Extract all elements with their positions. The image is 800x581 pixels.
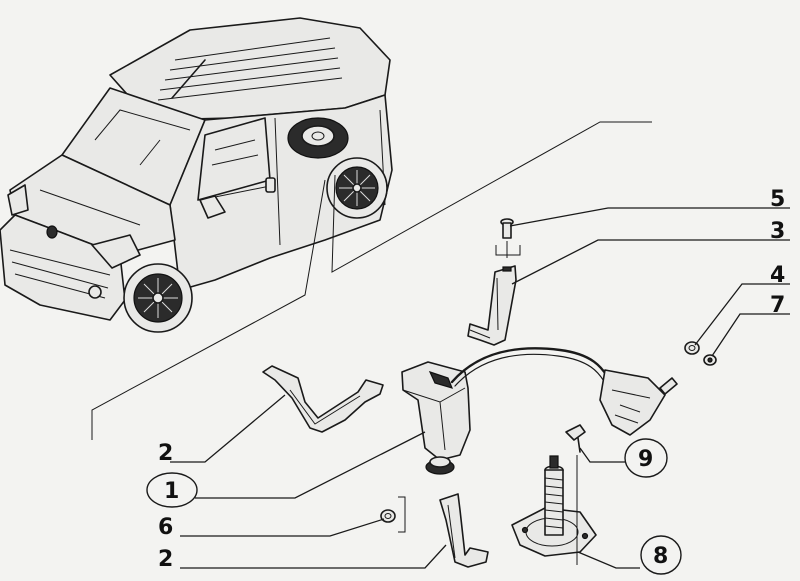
part-winch-carrier-1 bbox=[401, 347, 612, 475]
svg-text:9: 9 bbox=[638, 447, 653, 472]
van-illustration bbox=[0, 17, 393, 333]
callout-4: 4 bbox=[770, 263, 785, 288]
part-threaded-column-8 bbox=[511, 455, 597, 557]
part-nut-6 bbox=[380, 509, 396, 523]
callout-9: 9 bbox=[624, 438, 668, 478]
svg-text:3: 3 bbox=[770, 219, 785, 244]
leader-lines bbox=[170, 207, 790, 569]
svg-text:5: 5 bbox=[770, 187, 785, 212]
part-bracket-3 bbox=[467, 265, 517, 346]
part-washer-7 bbox=[703, 354, 717, 366]
svg-text:2: 2 bbox=[158, 441, 173, 466]
guide-line-lower-bracket bbox=[398, 496, 406, 533]
callout-2-lower: 2 bbox=[158, 547, 173, 572]
guide-line-bolt bbox=[495, 245, 521, 256]
callout-2-upper: 2 bbox=[158, 441, 173, 466]
callout-7: 7 bbox=[770, 293, 785, 318]
svg-text:1: 1 bbox=[164, 479, 179, 504]
part-bolt-5 bbox=[500, 218, 514, 258]
callout-6: 6 bbox=[158, 515, 173, 540]
callout-5: 5 bbox=[770, 187, 785, 212]
callout-3: 3 bbox=[770, 219, 785, 244]
callout-8: 8 bbox=[640, 535, 682, 575]
callout-8-hand-circle bbox=[640, 535, 682, 575]
zoom-outline bbox=[91, 121, 652, 440]
callout-1-hand-circle bbox=[146, 472, 198, 508]
svg-text:2: 2 bbox=[158, 547, 173, 572]
svg-text:7: 7 bbox=[770, 293, 785, 318]
part-pin-9 bbox=[565, 424, 586, 453]
callout-9-hand-circle bbox=[624, 438, 668, 478]
part-bracket-2-upper bbox=[262, 365, 384, 433]
part-release-handle bbox=[599, 369, 678, 436]
svg-text:4: 4 bbox=[770, 263, 785, 288]
part-bracket-2-lower bbox=[439, 493, 489, 568]
callout-1: 1 bbox=[146, 472, 198, 508]
svg-text:6: 6 bbox=[158, 515, 173, 540]
part-nut-4 bbox=[684, 341, 700, 355]
svg-text:8: 8 bbox=[653, 544, 668, 569]
